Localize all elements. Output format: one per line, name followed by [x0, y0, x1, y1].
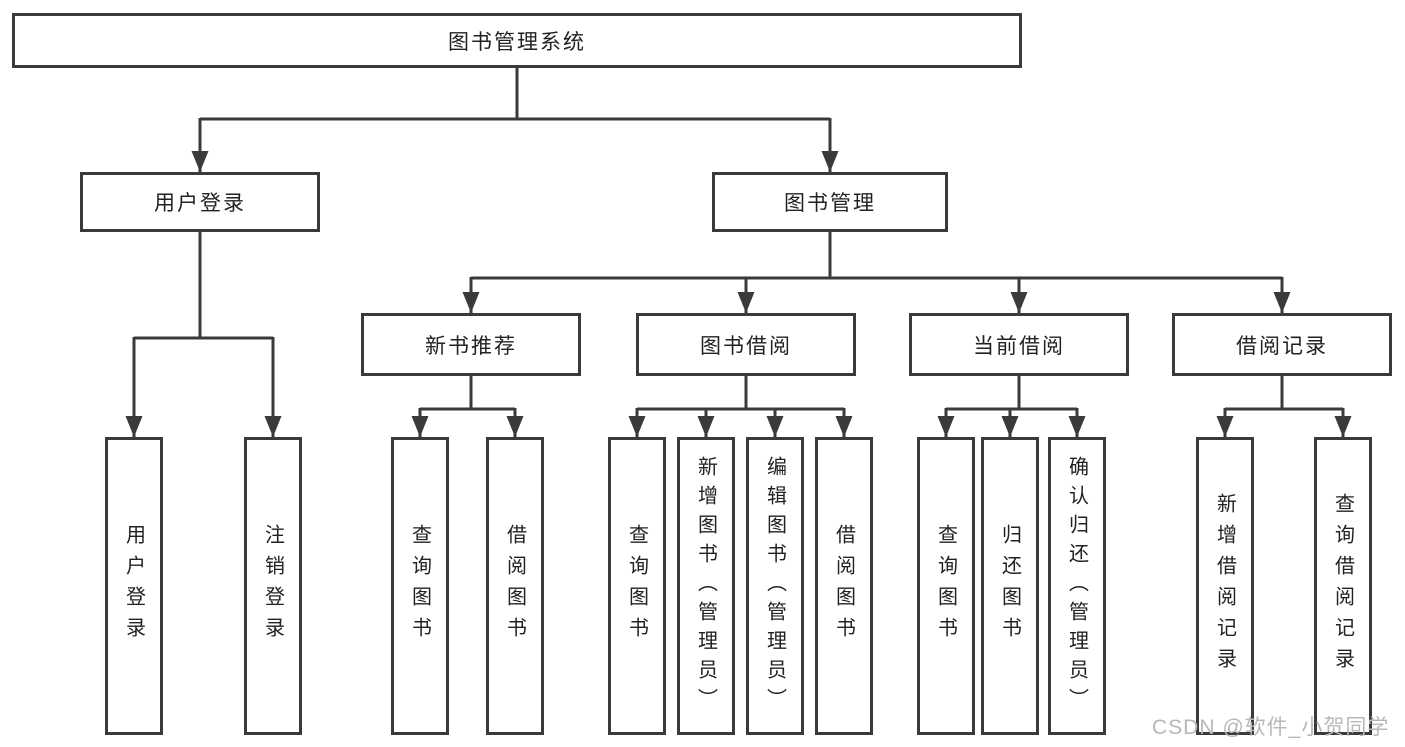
user-login-connectors: [125, 232, 282, 437]
leaf-query-books-recommend: 查询图书: [391, 437, 449, 735]
node-new-book-recommend: 新书推荐: [361, 313, 581, 376]
leaf-label: 用户登录: [122, 524, 145, 648]
leaf-return-books: 归还图书: [981, 437, 1039, 735]
leaf-edit-books-admin: 编辑图书（管理员）: [746, 437, 804, 735]
node-root-system: 图书管理系统: [12, 13, 1022, 68]
leaf-confirm-return-admin: 确认归还（管理员）: [1048, 437, 1106, 735]
node-label: 图书借阅: [700, 334, 792, 358]
leaf-borrow-books-recommend: 借阅图书: [486, 437, 544, 735]
leaf-label: 新增图书（管理员）: [694, 455, 717, 717]
leaf-label: 查询图书: [625, 524, 648, 648]
node-user-login-branch: 用户登录: [80, 172, 320, 232]
borrow-records-connectors: [1216, 376, 1352, 437]
leaf-borrow-books: 借阅图书: [815, 437, 873, 735]
node-label: 借阅记录: [1236, 334, 1328, 358]
node-label: 图书管理系统: [448, 30, 586, 54]
leaf-logout: 注销登录: [244, 437, 302, 735]
leaf-label: 注销登录: [261, 524, 284, 648]
leaf-label: 借阅图书: [832, 524, 855, 648]
leaf-add-borrow-record: 新增借阅记录: [1196, 437, 1254, 735]
leaf-label: 归还图书: [998, 524, 1021, 648]
leaf-label: 新增借阅记录: [1213, 493, 1236, 679]
node-book-management-branch: 图书管理: [712, 172, 948, 232]
csdn-watermark: CSDN @软件_小贺同学: [1152, 716, 1390, 739]
leaf-label: 查询图书: [934, 524, 957, 648]
leaf-query-borrow-record: 查询借阅记录: [1314, 437, 1372, 735]
node-current-borrow: 当前借阅: [909, 313, 1129, 376]
leaf-query-books-borrow: 查询图书: [608, 437, 666, 735]
leaf-label: 借阅图书: [503, 524, 526, 648]
leaf-label: 查询图书: [408, 524, 431, 648]
book-borrow-connectors: [628, 376, 853, 437]
node-label: 用户登录: [154, 192, 246, 215]
book-management-connectors: [462, 232, 1291, 313]
node-borrow-records: 借阅记录: [1172, 313, 1392, 376]
leaf-label: 编辑图书（管理员）: [763, 455, 786, 717]
node-label: 新书推荐: [425, 334, 517, 358]
leaf-user-login: 用户登录: [105, 437, 163, 735]
node-label: 当前借阅: [973, 334, 1065, 358]
current-borrow-connectors: [937, 376, 1086, 437]
leaf-label: 查询借阅记录: [1331, 493, 1354, 679]
root-connectors: [191, 68, 839, 172]
node-label: 图书管理: [784, 192, 876, 215]
leaf-query-books-current: 查询图书: [917, 437, 975, 735]
node-book-borrow: 图书借阅: [636, 313, 856, 376]
new-book-recommend-connectors: [411, 376, 524, 437]
leaf-label: 确认归还（管理员）: [1065, 455, 1088, 717]
leaf-add-books-admin: 新增图书（管理员）: [677, 437, 735, 735]
